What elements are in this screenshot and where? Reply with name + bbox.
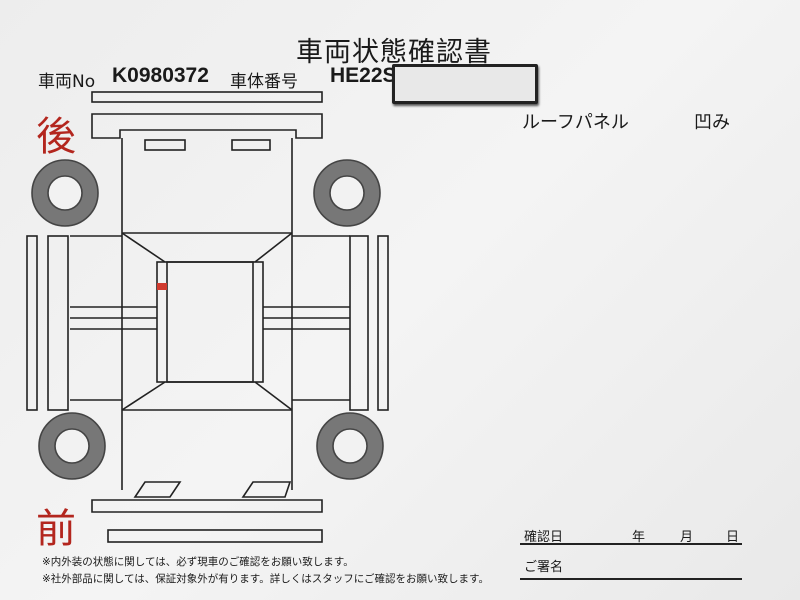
month-label: 月 — [680, 530, 694, 545]
document-title: 車両状態確認書 — [296, 37, 492, 68]
rear-lamp-right — [231, 139, 271, 151]
rear-label: 後 — [36, 114, 76, 160]
side-panel-left — [47, 235, 69, 411]
front-label: 前 — [36, 506, 76, 552]
confirm-date-label: 確認日 — [524, 530, 564, 545]
side-panel-right — [349, 235, 369, 411]
vehicle-no-label: 車両No — [38, 72, 96, 92]
rear-bumper — [91, 113, 323, 139]
signature-line — [520, 578, 742, 580]
damage-part: ルーフパネル — [522, 112, 629, 133]
door-lines — [70, 306, 350, 330]
footnote-2: ※社外部品に関しては、保証対象外が有ります。詳しくはスタッフにご確認をお願い致し… — [42, 573, 489, 585]
body-outline — [121, 138, 293, 490]
rear-lamp-left — [144, 139, 186, 151]
damage-condition: 凹み — [694, 112, 730, 133]
roof-pillars — [121, 232, 293, 411]
chassis-value: HE22S — [330, 64, 397, 87]
date-line — [520, 543, 742, 545]
day-label: 日 — [726, 530, 740, 545]
rear-bumper-top — [91, 91, 323, 103]
roof-panel — [166, 261, 254, 383]
redaction-sticker — [392, 64, 538, 104]
vehicle-no-value: K0980372 — [112, 64, 209, 87]
side-sill-right — [377, 235, 389, 411]
damage-mark — [157, 283, 167, 290]
headlamp-right — [241, 481, 292, 498]
front-bumper — [91, 499, 323, 513]
chassis-label: 車体番号 — [230, 72, 298, 92]
front-bumper-lower — [107, 529, 323, 543]
roof-outer — [156, 261, 264, 383]
signature-label: ご署名 — [524, 560, 564, 575]
footnote-1: ※内外装の状態に関しては、必ず現車のご確認をお願い致します。 — [42, 556, 354, 568]
year-label: 年 — [632, 530, 646, 545]
headlamp-left — [133, 481, 182, 498]
side-sill-left — [26, 235, 38, 411]
